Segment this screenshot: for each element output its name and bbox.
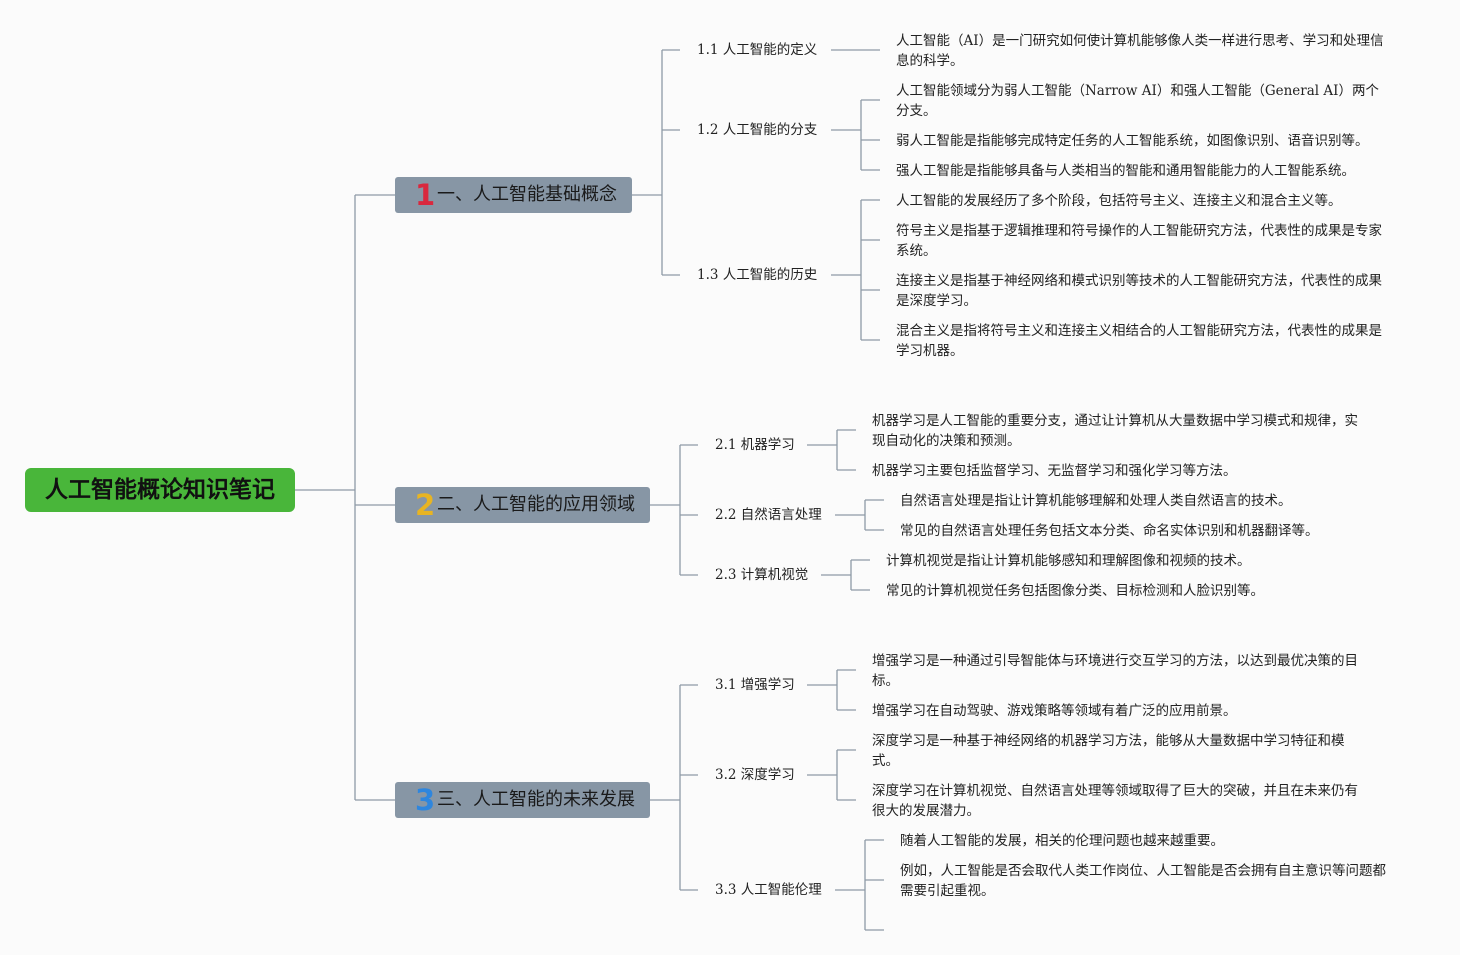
note-2-2-2[interactable]: 常见的自然语言处理任务包括文本分类、命名实体识别和机器翻译等。 [900, 523, 1319, 539]
note-2-2-1[interactable]: 自然语言处理是指让计算机能够理解和处理人类自然语言的技术。 [900, 493, 1292, 509]
branch-title: 一、人工智能基础概念 [437, 184, 617, 205]
root-topic[interactable]: 人工智能概论知识笔记 [25, 468, 295, 512]
note-3-3-1[interactable]: 随着人工智能的发展，相关的伦理问题也越来越重要。 [900, 833, 1224, 849]
subtopic-3-1[interactable]: 3.1 增强学习 [715, 677, 795, 693]
connector-3-2 [807, 749, 856, 801]
note-3-3-2[interactable]: 例如，人工智能是否会取代人类工作岗位、人工智能是否会拥有自主意识等问题都需要引起… [900, 863, 1386, 899]
connector-2-3 [821, 559, 870, 591]
branch-number-3: 3 [415, 783, 436, 817]
subtopic-2-3[interactable]: 2.3 计算机视觉 [715, 567, 809, 583]
connector-3-3 [835, 839, 884, 931]
note-2-3-2[interactable]: 常见的计算机视觉任务包括图像分类、目标检测和人脸识别等。 [886, 583, 1264, 599]
subtopic-3-2[interactable]: 3.2 深度学习 [715, 767, 795, 783]
note-3-2-2[interactable]: 深度学习在计算机视觉、自然语言处理等领域取得了巨大的突破，并且在未来仍有很大的发… [872, 783, 1358, 819]
note-3-1-1[interactable]: 增强学习是一种通过引导智能体与环境进行交互学习的方法，以达到最优决策的目标。 [872, 653, 1358, 689]
subtopic-2-1[interactable]: 2.1 机器学习 [715, 437, 795, 453]
connector-branch-2 [650, 444, 698, 576]
note-2-3-1[interactable]: 计算机视觉是指让计算机能够感知和理解图像和视频的技术。 [886, 553, 1251, 569]
connector-2-2 [835, 499, 884, 531]
connector-3-1 [807, 669, 856, 711]
note-1-2-2[interactable]: 弱人工智能是指能够完成特定任务的人工智能系统，如图像识别、语音识别等。 [896, 133, 1369, 149]
branch-number-2: 2 [415, 488, 436, 522]
connector-1-3 [831, 199, 880, 341]
note-3-2-1[interactable]: 深度学习是一种基于神经网络的机器学习方法，能够从大量数据中学习特征和模式。 [872, 733, 1345, 769]
subtopic-2-2[interactable]: 2.2 自然语言处理 [715, 507, 822, 523]
subtopic-1-1[interactable]: 1.1 人工智能的定义 [697, 42, 818, 58]
connector-2-1 [807, 429, 856, 471]
note-2-1-1[interactable]: 机器学习是人工智能的重要分支，通过让计算机从大量数据中学习模式和规律，实现自动化… [872, 413, 1358, 449]
branch-title: 三、人工智能的未来发展 [437, 789, 635, 810]
note-1-2-3[interactable]: 强人工智能是指能够具备与人类相当的智能和通用智能能力的人工智能系统。 [896, 163, 1355, 179]
note-1-3-1[interactable]: 人工智能的发展经历了多个阶段，包括符号主义、连接主义和混合主义等。 [896, 193, 1342, 209]
subtopic-1-3[interactable]: 1.3 人工智能的历史 [697, 267, 818, 283]
note-1-3-2[interactable]: 符号主义是指基于逻辑推理和符号操作的人工智能研究方法，代表性的成果是专家系统。 [896, 223, 1382, 259]
note-2-1-2[interactable]: 机器学习主要包括监督学习、无监督学习和强化学习等方法。 [872, 463, 1237, 479]
note-3-1-2[interactable]: 增强学习在自动驾驶、游戏策略等领域有着广泛的应用前景。 [872, 703, 1237, 719]
note-1-2-1[interactable]: 人工智能领域分为弱人工智能（Narrow AI）和强人工智能（General A… [896, 83, 1379, 119]
connector-branch-1 [632, 49, 680, 276]
note-1-1-1[interactable]: 人工智能（AI）是一门研究如何使计算机能够像人类一样进行思考、学习和处理信息的科… [896, 33, 1384, 69]
branch-title: 二、人工智能的应用领域 [437, 494, 635, 515]
connector-root-branches [355, 194, 395, 801]
note-1-3-4[interactable]: 混合主义是指将符号主义和连接主义相结合的人工智能研究方法，代表性的成果是学习机器… [896, 323, 1382, 359]
subtopic-3-3[interactable]: 3.3 人工智能伦理 [715, 882, 822, 898]
branch-number-1: 1 [415, 178, 436, 212]
subtopic-1-2[interactable]: 1.2 人工智能的分支 [697, 122, 818, 138]
connector-1-2 [831, 99, 880, 171]
connector-branch-3 [650, 684, 698, 891]
note-1-3-3[interactable]: 连接主义是指基于神经网络和模式识别等技术的人工智能研究方法，代表性的成果是深度学… [896, 273, 1382, 309]
